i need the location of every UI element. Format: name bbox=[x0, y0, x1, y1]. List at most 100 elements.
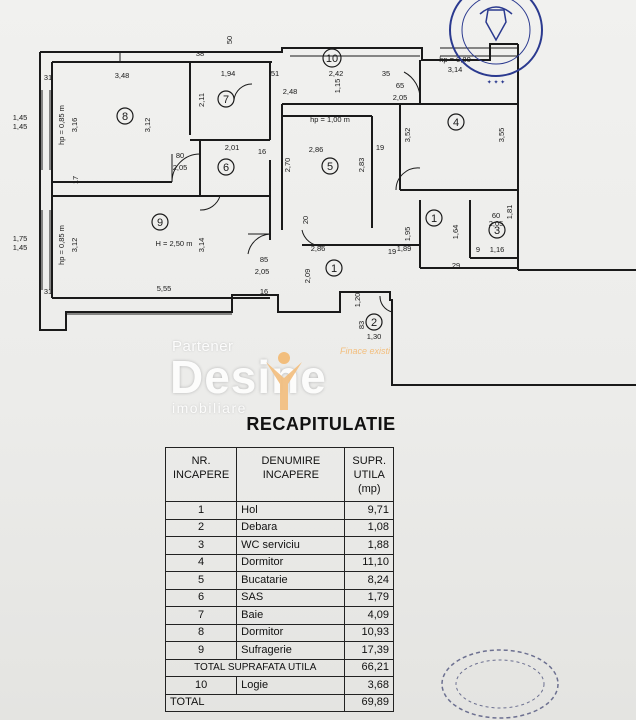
table-row: 3 WC serviciu 1,88 bbox=[164, 536, 394, 555]
header-denumire: DENUMIRE INCAPERE bbox=[236, 447, 346, 502]
row-area: 1,08 bbox=[344, 518, 394, 537]
row-name: Dormitor bbox=[236, 553, 346, 572]
dim-text: 35 bbox=[382, 69, 390, 78]
row-area: 1,79 bbox=[344, 588, 394, 607]
room-label-6: 6 bbox=[223, 162, 229, 174]
row-nr: 4 bbox=[164, 553, 238, 572]
dim-text: 38 bbox=[196, 49, 204, 58]
dim-text: 1,64 bbox=[451, 225, 460, 240]
watermark-partener: Partener bbox=[172, 338, 234, 355]
dim-text: 1,75 bbox=[13, 234, 28, 243]
row-nr: 1 bbox=[164, 501, 238, 520]
dim-text: hp = 0,80 bbox=[439, 55, 471, 64]
dim-text: 31 bbox=[44, 73, 52, 82]
dim-text: 50 bbox=[225, 36, 234, 44]
dim-text: H = 2,50 m bbox=[156, 239, 193, 248]
floor-plan-drawing: 8 7 6 9 5 4 1 3 1 2 10 3,48 1,94 2,42 3,… bbox=[13, 36, 636, 386]
total-util-row: TOTAL SUPRAFATA UTILA 66,21 bbox=[164, 658, 394, 677]
agency-watermark: Partener Desine imobiliare Finace existi bbox=[170, 338, 392, 418]
dim-text: 2,86 bbox=[309, 145, 324, 154]
dim-text: 3,12 bbox=[70, 238, 79, 253]
room-label-1: 1 bbox=[331, 263, 337, 275]
dim-text: 2,09 bbox=[303, 269, 312, 284]
dim-text: 1,45 bbox=[13, 122, 28, 131]
table-row: 2 Debara 1,08 bbox=[164, 518, 394, 537]
table-row: 7 Baie 4,09 bbox=[164, 606, 394, 625]
table-row: 8 Dormitor 10,93 bbox=[164, 623, 394, 642]
dim-text: 1,20 bbox=[353, 293, 362, 308]
dim-text: 1,95 bbox=[403, 227, 412, 242]
dim-text: 2,05 bbox=[255, 267, 270, 276]
dim-text: 83 bbox=[357, 321, 366, 329]
dim-text: 3,16 bbox=[70, 118, 79, 133]
dim-text: 2,05 bbox=[489, 219, 504, 228]
dim-text: 2,83 bbox=[357, 158, 366, 173]
row-area: 10,93 bbox=[344, 623, 394, 642]
logie-nr: 10 bbox=[164, 676, 238, 695]
row-nr: 3 bbox=[164, 536, 238, 555]
table-row: 6 SAS 1,79 bbox=[164, 588, 394, 607]
dim-text: 2,05 bbox=[173, 163, 188, 172]
total-util-label: TOTAL SUPRAFATA UTILA bbox=[164, 658, 346, 677]
total-value: 69,89 bbox=[344, 693, 394, 712]
watermark-sub: imobiliare bbox=[172, 400, 247, 416]
dim-text: hp = 0,85 m bbox=[57, 225, 66, 265]
dim-text: 19 bbox=[388, 247, 396, 256]
room-label-9: 9 bbox=[157, 217, 163, 229]
dim-text: 1,94 bbox=[221, 69, 236, 78]
dim-text: 1,45 bbox=[13, 113, 28, 122]
row-name: Sufragerie bbox=[236, 641, 346, 660]
room-label-8: 8 bbox=[122, 111, 128, 123]
dim-text: 80 bbox=[176, 151, 184, 160]
room-label-3: 3 bbox=[494, 225, 500, 237]
dim-text: 17 bbox=[71, 176, 80, 184]
row-nr: 8 bbox=[164, 623, 238, 642]
dim-text: 51 bbox=[271, 69, 279, 78]
room-label-2: 2 bbox=[371, 317, 377, 329]
dim-text: 1,89 bbox=[397, 244, 412, 253]
watermark-brand: Desine bbox=[170, 351, 327, 403]
dim-text: 19 bbox=[376, 143, 384, 152]
row-nr: 9 bbox=[164, 641, 238, 660]
header-nr: NR. INCAPERE bbox=[164, 447, 238, 502]
dim-text: hp = 0,85 m bbox=[57, 105, 66, 145]
row-name: Hol bbox=[236, 501, 346, 520]
room-label-10: 10 bbox=[326, 53, 338, 65]
dim-text: 3,52 bbox=[403, 128, 412, 143]
dim-text: 2,42 bbox=[329, 69, 344, 78]
table-row: 4 Dormitor 11,10 bbox=[164, 553, 394, 572]
dim-text: 3,12 bbox=[143, 118, 152, 133]
outer-wall-top bbox=[40, 43, 518, 61]
person-figure-icon bbox=[266, 352, 302, 410]
row-name: Debara bbox=[236, 518, 346, 537]
table-row: 9 Sufragerie 17,39 bbox=[164, 641, 394, 660]
dim-text: 2,86 bbox=[311, 244, 326, 253]
logie-row: 10 Logie 3,68 bbox=[164, 676, 394, 695]
official-stamp: ✦ ✦ ✦ bbox=[449, 0, 543, 86]
dim-text: 2,11 bbox=[197, 93, 206, 107]
dim-text: 2,48 bbox=[283, 87, 298, 96]
row-area: 17,39 bbox=[344, 641, 394, 660]
dim-text: 3,14 bbox=[197, 238, 206, 253]
dim-text: 1,16 bbox=[490, 245, 505, 254]
recap-header-row: NR. INCAPERE DENUMIRE INCAPERE SUPR. UTI… bbox=[164, 447, 394, 502]
recap-table: NR. INCAPERE DENUMIRE INCAPERE SUPR. UTI… bbox=[164, 447, 394, 712]
outer-wall bbox=[39, 52, 636, 386]
dim-text: 1,15 bbox=[333, 79, 342, 94]
row-area: 1,88 bbox=[344, 536, 394, 555]
dim-text: 31 bbox=[44, 287, 52, 296]
row-area: 8,24 bbox=[344, 571, 394, 590]
total-label: TOTAL bbox=[164, 693, 346, 712]
row-nr: 6 bbox=[164, 588, 238, 607]
dim-text: 5,55 bbox=[157, 284, 172, 293]
dim-text: 60 bbox=[492, 211, 500, 220]
dim-text: 2,01 bbox=[225, 143, 240, 152]
dim-text: 65 bbox=[396, 81, 404, 90]
dim-text: 2,70 bbox=[283, 158, 292, 173]
recap-title: RECAPITULATIE bbox=[246, 414, 396, 434]
dim-text: 29 bbox=[452, 261, 460, 270]
dim-text: hp = 1,00 m bbox=[310, 115, 350, 124]
room-label-5: 5 bbox=[327, 161, 333, 173]
dim-text: 85 bbox=[260, 255, 268, 264]
dim-text: 1,30 bbox=[367, 332, 382, 341]
